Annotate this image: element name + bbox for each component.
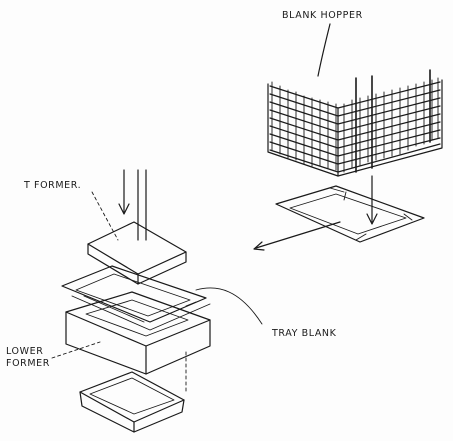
label-blank-hopper: BLANK HOPPER bbox=[282, 10, 363, 21]
formed-tray bbox=[79, 371, 185, 433]
tray-blank-left bbox=[61, 265, 263, 331]
label-lower-former-line2: FORMER bbox=[6, 358, 50, 369]
blank-hopper bbox=[267, 23, 443, 177]
lower-former bbox=[51, 291, 211, 393]
label-top-former: T FORMER. bbox=[23, 180, 81, 191]
label-tray-blank: TRAY BLANK bbox=[271, 328, 337, 339]
label-lower-former-line1: LOWER bbox=[6, 346, 43, 357]
tray-blank-right bbox=[253, 175, 425, 251]
top-former bbox=[87, 169, 187, 285]
